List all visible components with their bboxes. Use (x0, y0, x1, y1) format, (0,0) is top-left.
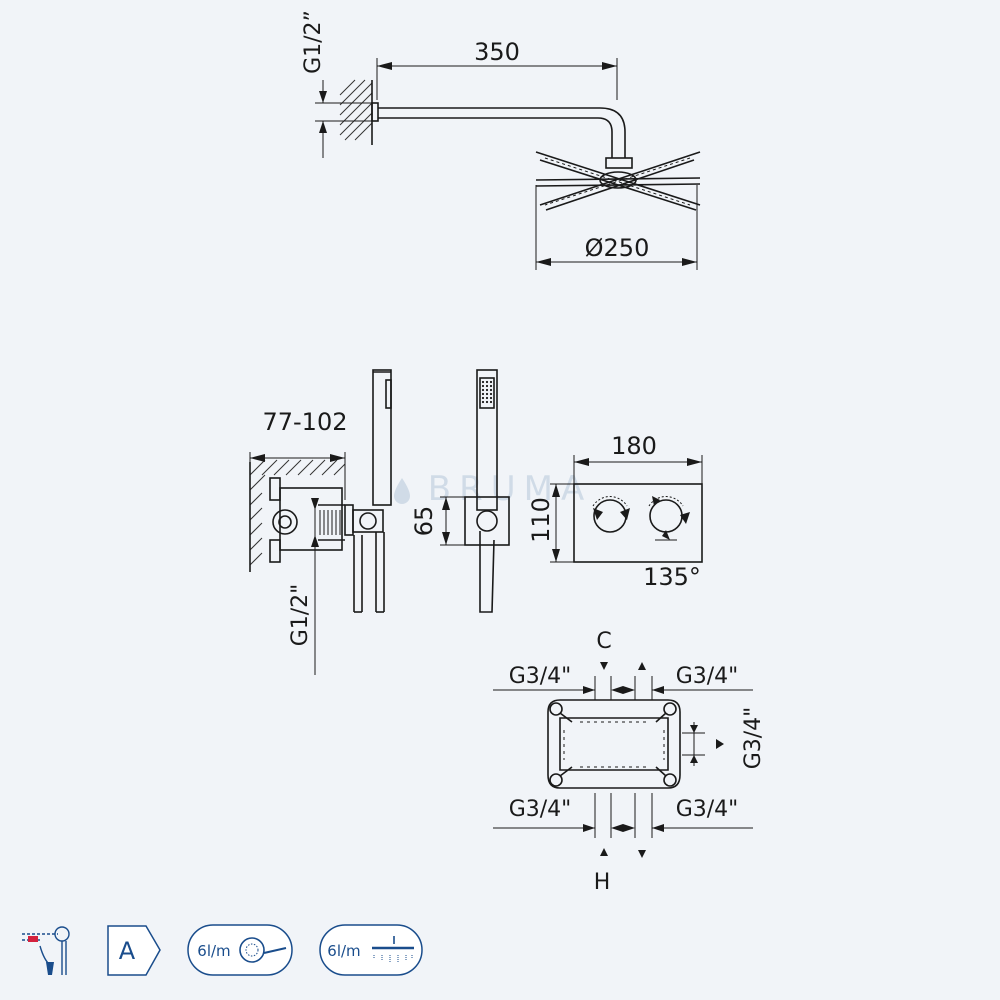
handshower-front-view: 65 (410, 369, 510, 613)
hot-label: H (594, 870, 611, 895)
depth-label: 77-102 (262, 408, 347, 436)
mixer-box-top-view (547, 699, 681, 789)
head-flow-label: 6l/m (327, 942, 360, 960)
arm-length-label: 350 (474, 38, 520, 66)
control-plate-view: 180 110 135° (527, 432, 703, 591)
connections-view: C G3/4" G3/4" (493, 629, 766, 895)
energy-class-label: A (119, 937, 136, 965)
holder-plate (464, 496, 510, 546)
plate-height-label: 110 (527, 497, 555, 543)
wall-section-hatch (249, 459, 346, 572)
wall-flange (371, 102, 379, 122)
mixer-side-view: 77-102 G1/2" (249, 369, 392, 675)
shower-arm-view: 350 G1/2” Ø250 (301, 10, 701, 270)
holder-height-label: 65 (410, 506, 438, 537)
watermark-text: BRUMA (428, 469, 592, 509)
brand-watermark: BRUMA (394, 469, 592, 509)
handshower-flow-badge: 6l/m (187, 924, 293, 976)
top-left-thread: G3/4" (509, 664, 572, 689)
bottom-left-thread: G3/4" (509, 797, 572, 822)
rotation-label: 135° (643, 563, 701, 591)
handshower-front (476, 369, 498, 511)
shower-arm (378, 107, 626, 158)
handshower-flow-label: 6l/m (197, 942, 230, 960)
handshower-side (372, 369, 392, 506)
bottom-right-thread: G3/4" (676, 797, 739, 822)
wall-thread-label: G1/2” (301, 10, 326, 74)
inlet-thread-label: G1/2" (288, 584, 313, 647)
side-right-thread: G3/4" (741, 707, 766, 770)
shower-head (535, 151, 701, 211)
energy-class-badge: A (107, 925, 161, 976)
control-plate (573, 483, 703, 563)
mixer-diverter-icon (22, 926, 70, 975)
water-drop-icon (394, 478, 410, 504)
top-right-thread: G3/4" (676, 664, 739, 689)
plate-width-label: 180 (611, 432, 657, 460)
cold-label: C (596, 629, 611, 654)
head-diameter-label: Ø250 (585, 234, 650, 262)
head-flow-badge: 6l/m (319, 924, 423, 976)
wall-hatch (339, 79, 373, 145)
